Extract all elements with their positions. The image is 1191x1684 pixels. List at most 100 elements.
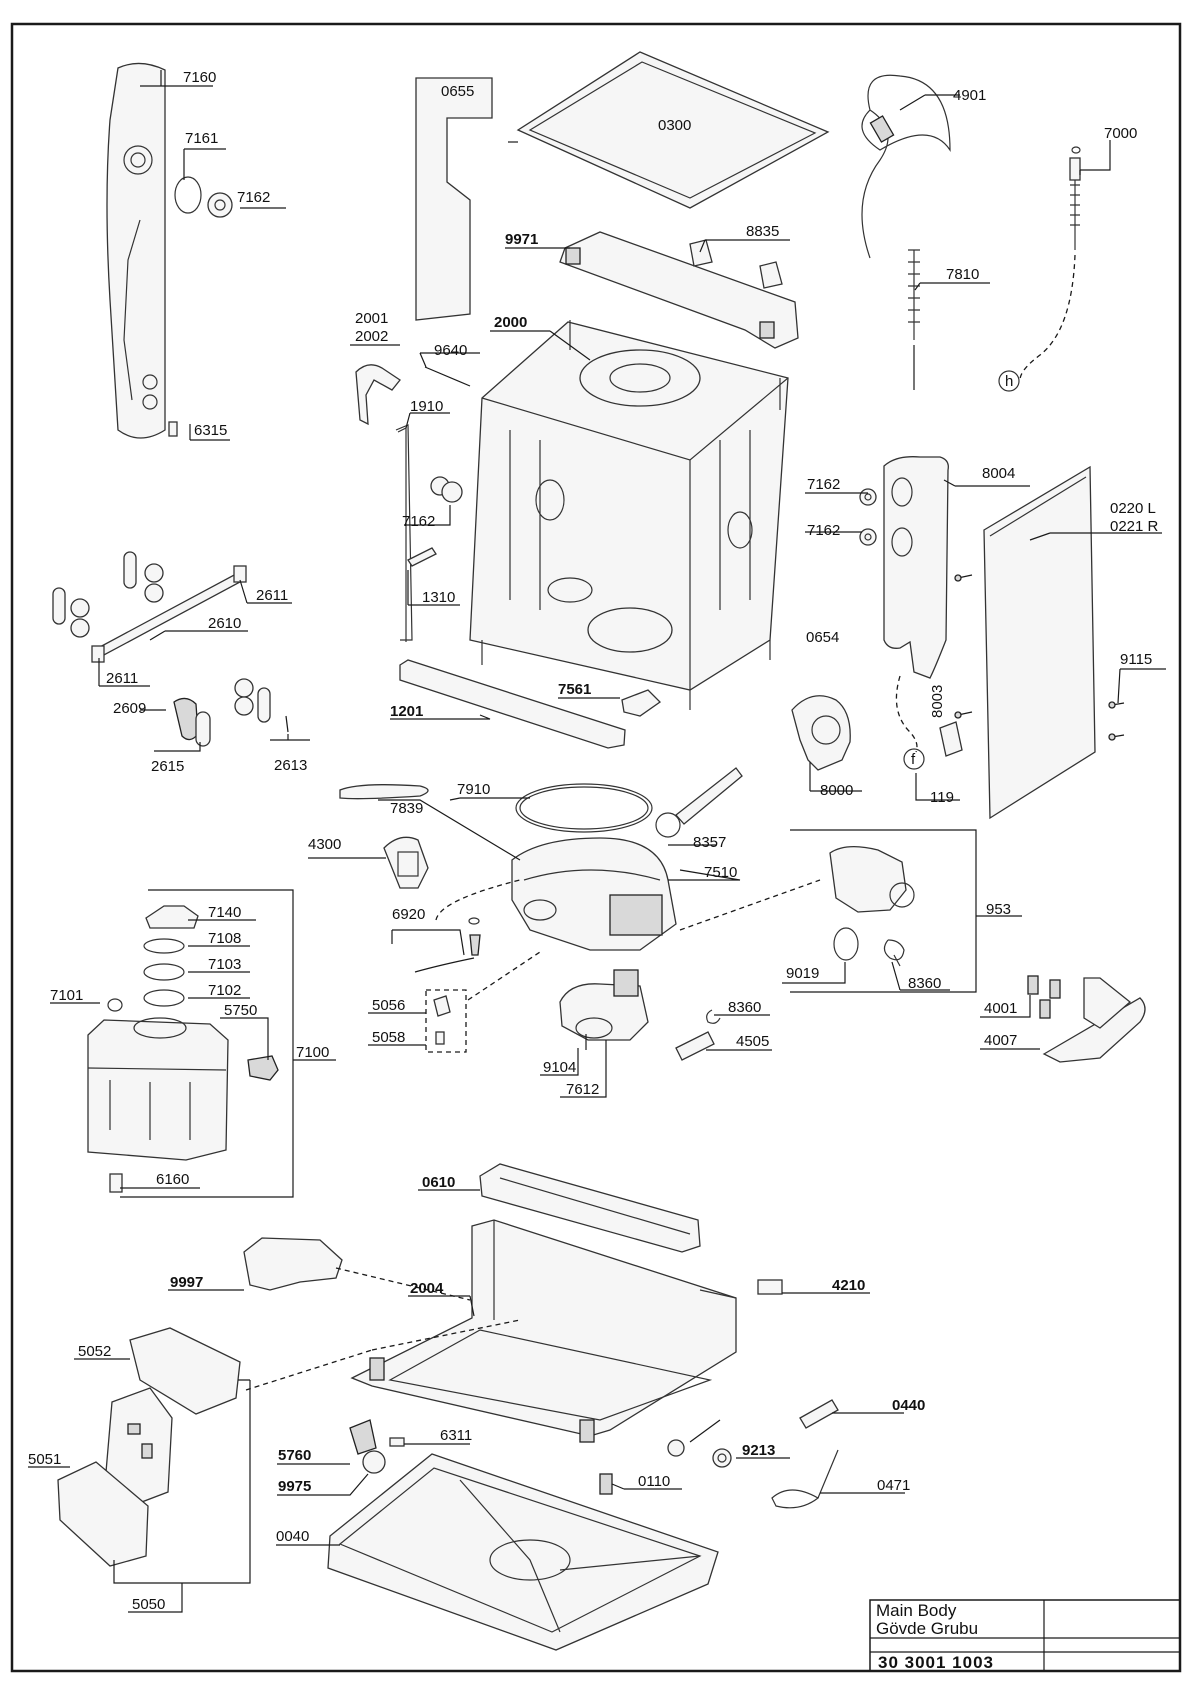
part-9640-rod <box>424 366 471 387</box>
part-hinge-set-lower <box>234 678 271 723</box>
label-7161: 7161 <box>185 130 218 147</box>
label-8360b: 8360 <box>728 999 761 1016</box>
part-8360-clamp-b <box>706 1009 721 1024</box>
label-8360a: 8360 <box>908 975 941 992</box>
label-7101: 7101 <box>50 987 83 1004</box>
dashed-connections <box>245 879 821 1391</box>
label-9019: 9019 <box>786 965 819 982</box>
part-0040-base-tray <box>327 1453 719 1651</box>
part-7000-aquastop <box>1069 146 1081 250</box>
label-2002: 2002 <box>355 328 388 345</box>
label-5052: 5052 <box>78 1343 111 1360</box>
part-0610-rail <box>479 1163 701 1253</box>
label-2615: 2615 <box>151 758 184 775</box>
part-0300-top-cover <box>516 51 830 209</box>
label-5051: 5051 <box>28 1451 61 1468</box>
label-8004: 8004 <box>982 465 1015 482</box>
title-en: Main Body <box>876 1601 957 1620</box>
label-5058: 5058 <box>372 1029 405 1046</box>
part-0220-side-panel <box>983 465 1096 820</box>
part-labels: 7160 7161 7162 6315 0655 0300 4901 7000 … <box>28 69 1159 1613</box>
label-7162c: 7162 <box>807 476 840 493</box>
label-6160: 6160 <box>156 1171 189 1188</box>
part-7561-clip <box>621 689 662 717</box>
part-0655-insulation <box>415 77 493 321</box>
label-8000: 8000 <box>820 782 853 799</box>
part-8360-clamp-a <box>883 939 905 967</box>
label-7162a: 7162 <box>237 189 270 206</box>
leader-lines <box>28 70 1166 1613</box>
part-2613-screw <box>285 715 289 733</box>
label-7162d: 7162 <box>807 522 840 539</box>
part-7160-conduit <box>106 62 166 439</box>
part-5750-valve <box>247 1055 279 1081</box>
part-8835-clips <box>689 239 783 289</box>
label-6920: 6920 <box>392 906 425 923</box>
label-8003: 8003 <box>929 685 946 718</box>
part-6311-clip <box>389 1437 405 1447</box>
part-7810-hose <box>908 249 920 340</box>
label-4901: 4901 <box>953 87 986 104</box>
part-2611-bracket-b <box>91 645 105 663</box>
hose-marker-h <box>998 370 1020 392</box>
part-9971-bracket <box>559 231 799 349</box>
part-8004-conduit <box>883 456 949 679</box>
part-8003-part <box>939 721 963 757</box>
part-9975-filter <box>362 1450 386 1474</box>
part-7612-heater-pump <box>559 969 649 1041</box>
label-9997: 9997 <box>170 1274 203 1291</box>
part-7101-seal <box>107 998 123 1012</box>
part-2001-hinge <box>355 364 401 426</box>
label-7839: 7839 <box>390 800 423 817</box>
label-4210: 4210 <box>832 1277 865 1294</box>
label-0300: 0300 <box>658 117 691 134</box>
label-119: 119 <box>930 789 954 806</box>
part-5051-board <box>105 1387 173 1509</box>
part-8357-hose <box>655 767 743 838</box>
label-0655: 0655 <box>441 83 474 100</box>
part-4300-valve <box>383 836 429 889</box>
label-1310: 1310 <box>422 589 455 606</box>
part-7140-cap <box>145 905 199 929</box>
label-7108: 7108 <box>208 930 241 947</box>
label-9115: 9115 <box>1120 651 1152 668</box>
label-hose-h: h <box>1005 373 1013 390</box>
label-7140: 7140 <box>208 904 241 921</box>
part-hinge-set-upper <box>52 551 164 638</box>
label-6315: 6315 <box>194 422 227 439</box>
label-0440: 0440 <box>892 1397 925 1414</box>
part-1910-seal-inner <box>397 427 407 642</box>
label-8835: 8835 <box>746 223 779 240</box>
part-0471-cable <box>771 1449 839 1509</box>
part-8003-hose-route <box>895 675 918 753</box>
part-9019-seal <box>833 927 859 961</box>
label-7810: 7810 <box>946 266 979 283</box>
part-7839-fan <box>339 784 429 800</box>
part-7102-seal <box>143 989 185 1007</box>
label-0654: 0654 <box>806 629 839 646</box>
part-4001-valves <box>1027 975 1061 1019</box>
part-7910-gasket-inner <box>519 786 649 830</box>
title-block: Main Body Gövde Grubu 30 3001 1003 <box>869 1599 1181 1672</box>
label-2609: 2609 <box>113 700 146 717</box>
part-7162-bearing-d <box>859 528 877 546</box>
label-0110: 0110 <box>638 1473 670 1490</box>
label-hose-f: f <box>911 751 916 768</box>
label-2611a: 2611 <box>256 587 288 604</box>
part-2609-cover <box>173 697 199 741</box>
label-0471: 0471 <box>877 1477 910 1494</box>
part-4505-hose <box>675 1031 715 1061</box>
part-2615-plate <box>195 711 211 747</box>
label-0220: 0220 L <box>1110 500 1156 517</box>
part-9213-bush <box>667 1439 732 1468</box>
label-5050: 5050 <box>132 1596 165 1613</box>
label-9971: 9971 <box>505 231 538 248</box>
label-7160: 7160 <box>183 69 216 86</box>
label-4300: 4300 <box>308 836 341 853</box>
part-7162-bearing <box>207 192 233 218</box>
label-9640: 9640 <box>434 342 467 359</box>
part-7910-gasket <box>515 783 653 833</box>
label-8357: 8357 <box>693 834 726 851</box>
label-2004: 2004 <box>410 1280 444 1297</box>
